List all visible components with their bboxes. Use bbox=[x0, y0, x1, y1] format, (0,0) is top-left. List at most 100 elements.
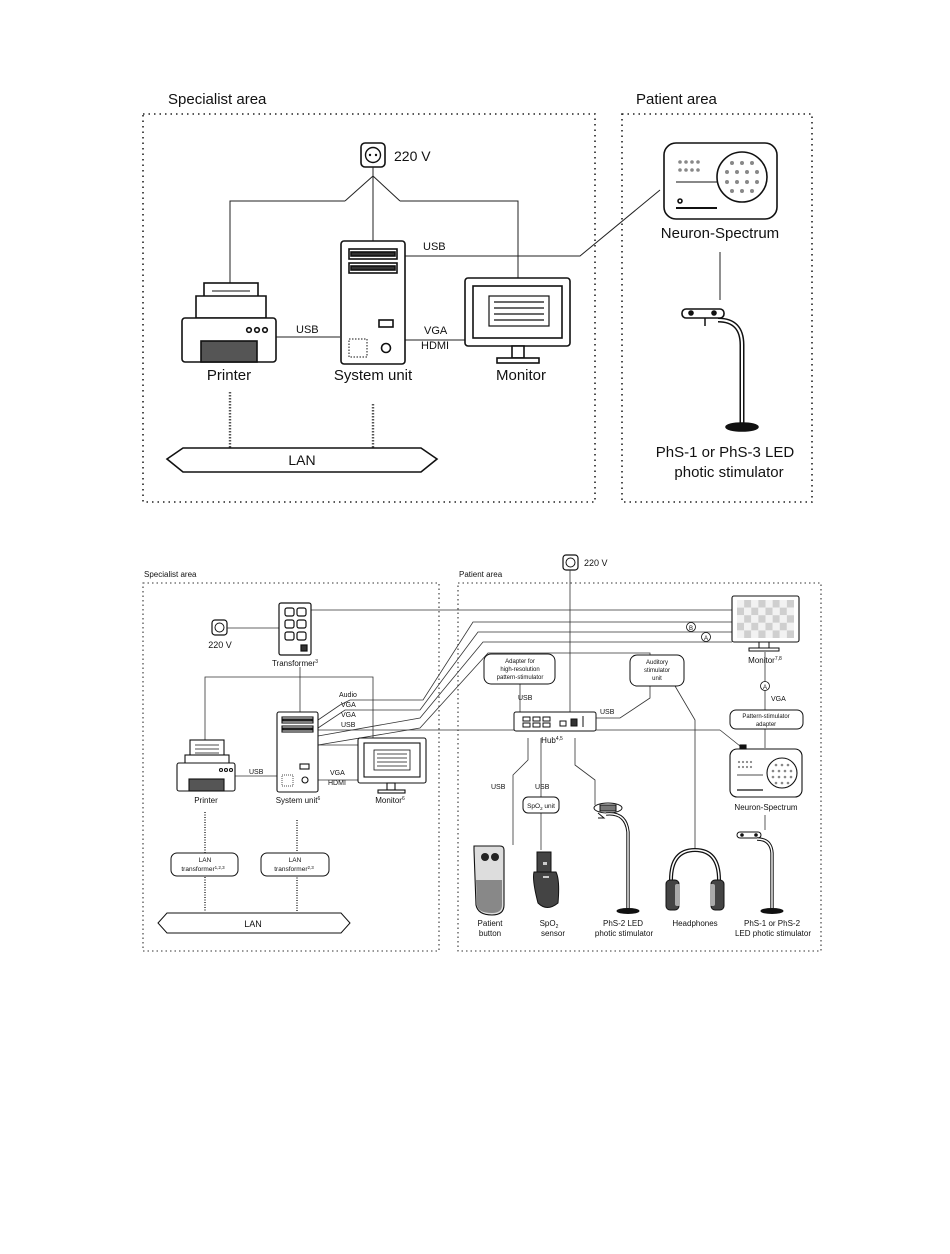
neuron-spectrum-label-2: Neuron-Spectrum bbox=[734, 803, 797, 812]
patient-button-line1: Patient bbox=[478, 919, 504, 928]
usb-button-cable-label: USB bbox=[491, 784, 506, 791]
checker-cell bbox=[744, 607, 752, 616]
checker-cell bbox=[758, 622, 766, 631]
checker-cell bbox=[786, 615, 794, 623]
outlet-icon-left bbox=[211, 619, 228, 636]
system-unit-icon-2 bbox=[276, 711, 319, 793]
spo2-sensor-line2: sensor bbox=[541, 929, 565, 938]
vga-cable-label-1: VGA bbox=[341, 702, 356, 709]
pattern-adapter-line2: adapter bbox=[756, 722, 776, 728]
checker-cell bbox=[765, 600, 773, 608]
printer-icon-2 bbox=[176, 739, 236, 792]
checker-cell bbox=[765, 607, 773, 616]
transformer-label: Transformer3 bbox=[272, 659, 318, 668]
checker-cell bbox=[751, 630, 759, 638]
phs12-line2: LED photic stimulator bbox=[735, 929, 811, 938]
hdmi-cable-label: HDMI bbox=[421, 340, 449, 352]
phs12-line1: PhS-1 or PhS-2 bbox=[744, 919, 801, 928]
specialist-area-label: Specialist area bbox=[168, 91, 267, 108]
auditory-line2: stimulator bbox=[644, 668, 670, 674]
spo2-sensor-icon bbox=[533, 851, 560, 908]
adapter-box bbox=[483, 653, 556, 685]
spo2-sensor-line1: SpO2 bbox=[540, 919, 559, 930]
checker-cell bbox=[779, 630, 787, 638]
patient-area-frame bbox=[621, 113, 813, 503]
checker-cell bbox=[772, 630, 780, 638]
monitor-label-2: Monitor6 bbox=[375, 796, 405, 805]
checker-cell bbox=[737, 600, 745, 608]
specialist-area-frame-2 bbox=[142, 582, 440, 952]
neuron-spectrum-icon-2 bbox=[729, 744, 803, 798]
checker-cell bbox=[744, 600, 752, 608]
lan-label-2: LAN bbox=[244, 919, 262, 929]
adapter-line2: high-resolution bbox=[500, 667, 539, 673]
checker-cell bbox=[786, 607, 794, 616]
usb-adapter-cable-label: USB bbox=[518, 695, 533, 702]
diagram-1: Specialist area Patient area 220 V bbox=[142, 91, 813, 503]
checker-cell bbox=[737, 622, 745, 631]
patient-button-icon bbox=[473, 845, 505, 916]
lan-bar bbox=[165, 447, 439, 473]
marker-a2-label: A bbox=[763, 685, 767, 691]
adapter-line1: Adapter for bbox=[505, 659, 535, 665]
pattern-adapter-line1: Pattern-stimulator bbox=[742, 714, 789, 720]
outlet-voltage-label: 220 V bbox=[394, 148, 431, 164]
marker-a-label: A bbox=[704, 636, 708, 642]
checker-cell bbox=[772, 615, 780, 623]
checker-cell bbox=[779, 600, 787, 608]
auditory-stimulator-box bbox=[629, 654, 685, 687]
checker-cell bbox=[744, 630, 752, 638]
spo2-unit-box bbox=[522, 796, 560, 814]
checker-cell bbox=[779, 607, 787, 616]
monitor-label: Monitor bbox=[496, 367, 546, 384]
checker-cell bbox=[765, 630, 773, 638]
phs2-line1: PhS-2 LED bbox=[603, 919, 643, 928]
neuron-spectrum-icon bbox=[663, 142, 778, 220]
checker-cell bbox=[786, 622, 794, 631]
checker-cell bbox=[772, 600, 780, 608]
checker-cell bbox=[786, 630, 794, 638]
phs12-stimulator-icon bbox=[736, 831, 784, 914]
checker-cell bbox=[772, 607, 780, 616]
adapter-line3: pattern-stimulator bbox=[497, 675, 544, 681]
marker-a bbox=[701, 632, 711, 642]
checker-cell bbox=[751, 622, 759, 631]
system-unit-icon bbox=[340, 240, 406, 365]
auditory-line3: unit bbox=[652, 676, 662, 682]
patient-button-line2: button bbox=[479, 929, 501, 938]
checker-cell bbox=[786, 600, 794, 608]
lan-transformer-1-line1: LAN bbox=[199, 857, 212, 864]
marker-a2 bbox=[760, 681, 770, 691]
monitor-right-icon bbox=[731, 595, 800, 652]
checker-cell bbox=[751, 615, 759, 623]
checker-cell bbox=[744, 622, 752, 631]
neuron-spectrum-label: Neuron-Spectrum bbox=[661, 225, 779, 242]
checker-cell bbox=[751, 600, 759, 608]
diagram-2: Specialist area Patient area 220 V 220 V bbox=[142, 554, 822, 952]
checker-cell bbox=[737, 615, 745, 623]
spo2-unit-label: SpO2 unit bbox=[527, 803, 555, 811]
monitor-icon bbox=[464, 277, 571, 364]
monitor-right-label: Monitor7,8 bbox=[748, 656, 782, 665]
pattern-adapter-box bbox=[729, 709, 804, 730]
vga-cable-label: VGA bbox=[424, 325, 448, 337]
auditory-line1: Auditory bbox=[646, 660, 668, 666]
lan-label: LAN bbox=[288, 452, 315, 468]
usb-cable-label-top: USB bbox=[423, 241, 446, 253]
usb-cable-label-printer: USB bbox=[296, 324, 319, 336]
printer-label: Printer bbox=[207, 367, 251, 384]
vga-cable-label-2: VGA bbox=[341, 712, 356, 719]
checker-cell bbox=[758, 600, 766, 608]
usb-hub-cable-label: USB bbox=[600, 709, 615, 716]
marker-b bbox=[686, 622, 696, 632]
phs2-stimulator-icon bbox=[593, 802, 640, 914]
usb-spo2-cable-label: USB bbox=[535, 784, 550, 791]
patient-area-label: Patient area bbox=[636, 91, 718, 108]
checker-cell bbox=[765, 622, 773, 631]
lan-transformer-1-box bbox=[170, 852, 239, 877]
checker-cell bbox=[765, 615, 773, 623]
printer-icon bbox=[181, 282, 277, 363]
lan-transformer-2-line1: LAN bbox=[289, 857, 302, 864]
vga-right-cable-label: VGA bbox=[771, 696, 786, 703]
